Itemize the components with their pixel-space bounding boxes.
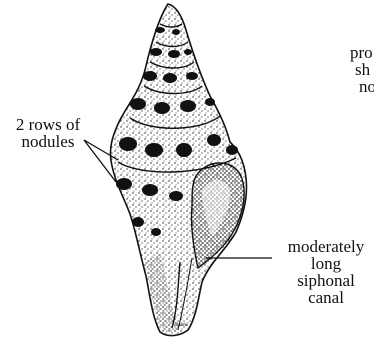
label-right-line-3: no: [359, 78, 374, 95]
label-right-cutoff: pro sh no: [338, 44, 374, 95]
label-nodules-line-1: 2 rows of: [0, 116, 96, 133]
label-right-line-2: sh: [355, 61, 374, 78]
artist-mark: Mark: [176, 323, 187, 328]
label-nodules-line-2: nodules: [0, 133, 96, 150]
label-right-line-1: pro: [350, 44, 374, 61]
label-canal-line-3: siphonal: [276, 272, 374, 289]
label-siphonal-canal: moderately long siphonal canal: [276, 238, 374, 306]
label-canal-line-2: long: [276, 255, 374, 272]
label-canal-line-1: moderately: [276, 238, 374, 255]
label-canal-line-4: canal: [276, 289, 374, 306]
label-nodules: 2 rows of nodules: [0, 116, 96, 150]
